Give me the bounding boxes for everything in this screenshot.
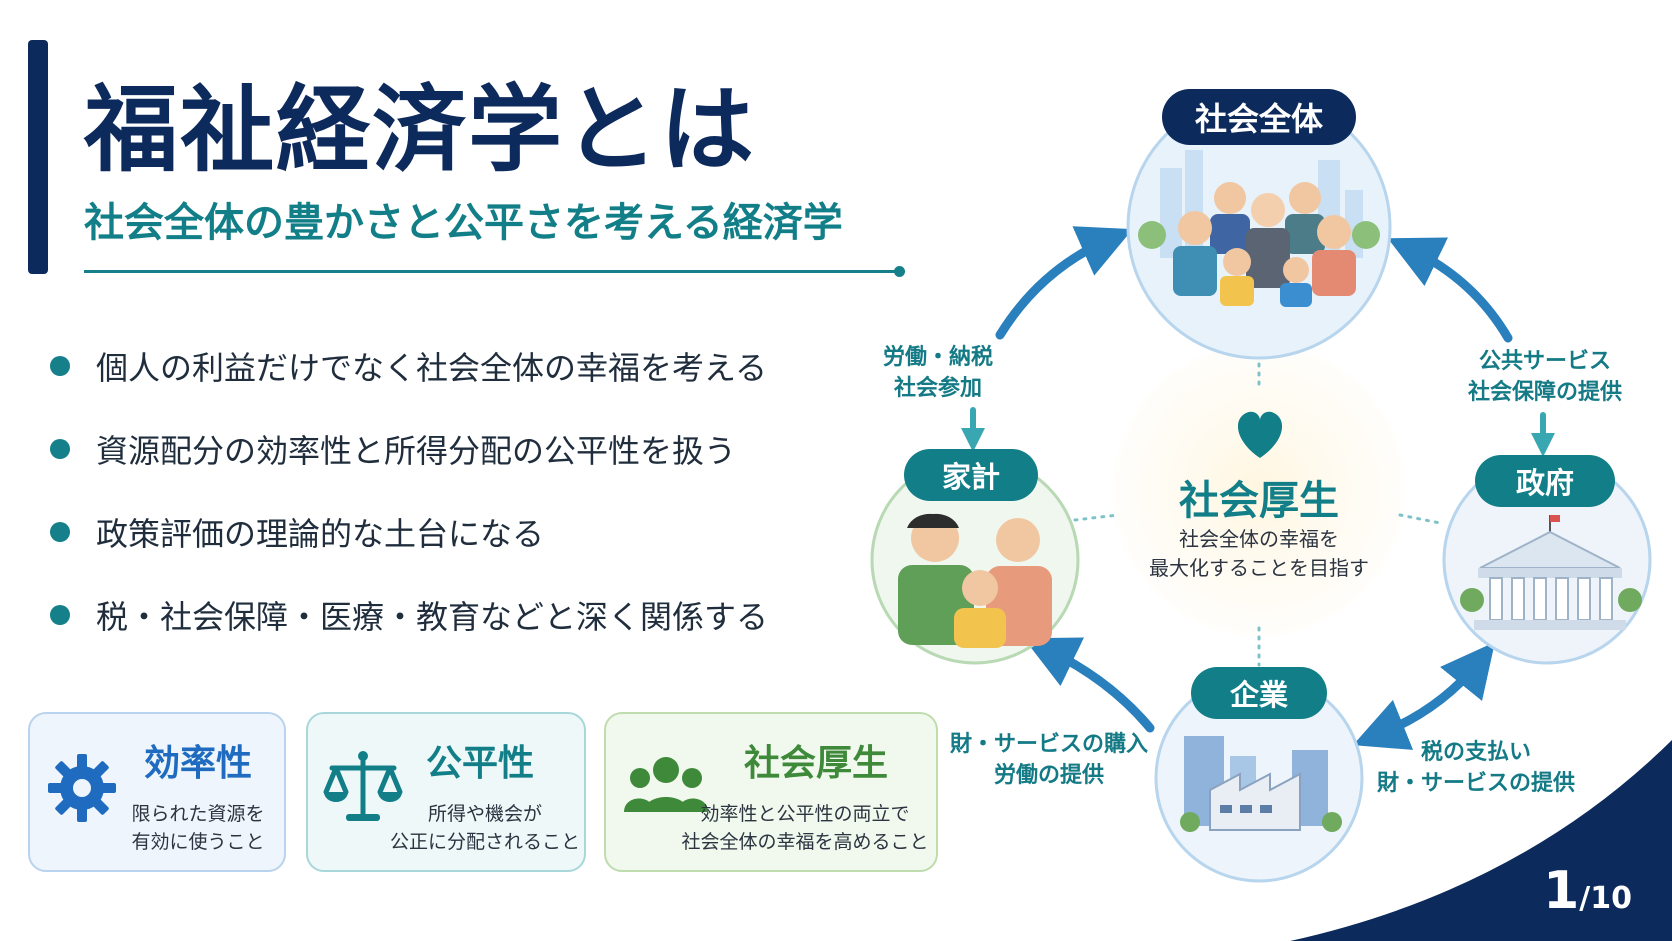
bullet-dot	[50, 355, 70, 376]
family-icon	[898, 513, 1052, 648]
underline-end-dot	[894, 266, 905, 277]
page-total: /10	[1579, 881, 1632, 916]
card-desc-line: 有効に使うこと	[131, 831, 265, 853]
bullet-dot	[50, 521, 70, 542]
node-business	[1154, 667, 1364, 883]
node-government	[1442, 455, 1652, 665]
bullet-item: 政策評価の理論的な土台になる	[50, 490, 830, 573]
people-group-icon	[624, 757, 708, 812]
center-desc-line: 社会全体の幸福を	[1179, 527, 1339, 551]
center-title: 社会厚生	[1179, 478, 1339, 524]
card-desc: 限られた資源を 有効に使うこと	[128, 800, 268, 856]
flow-label-bottom-right: 税の支払い 財・サービスの提供	[1366, 737, 1586, 799]
flow-label-bottom-left: 財・サービスの購入 労働の提供	[944, 729, 1154, 791]
scales-icon	[323, 751, 403, 821]
connector-dotted	[1398, 513, 1442, 525]
card-desc-line: 効率性と公平性の両立で	[700, 803, 910, 825]
factory-icon	[1180, 736, 1342, 832]
flow-label-line: 財・サービスの提供	[1376, 771, 1575, 796]
slide-title: 福祉経済学とは	[84, 76, 757, 185]
gear-icon	[48, 754, 116, 822]
center-desc-line: 最大化することを目指す	[1149, 556, 1369, 580]
node-label-business: 企業	[1229, 678, 1288, 712]
flow-label-line: 税の支払い	[1420, 740, 1531, 765]
corner-decoration	[1290, 740, 1672, 941]
node-label-household: 家計	[941, 460, 1000, 494]
bullet-item: 資源配分の効率性と所得分配の公平性を扱う	[50, 407, 830, 490]
flow-label-line: 公共サービス	[1478, 349, 1611, 374]
card-desc: 所得や機会が 公正に分配されること	[390, 800, 580, 856]
slide-subtitle: 社会全体の豊かさと公平さを考える経済学	[84, 200, 843, 246]
bullet-list: 個人の利益だけでなく社会全体の幸福を考える 資源配分の効率性と所得分配の公平性を…	[50, 324, 830, 656]
node-society	[1126, 89, 1392, 360]
bullet-dot	[50, 438, 70, 459]
bullet-text: 資源配分の効率性と所得分配の公平性を扱う	[96, 431, 737, 470]
flow-label-line: 財・サービスの購入	[949, 732, 1148, 757]
arrow-bottom-to-left	[1023, 637, 1155, 733]
card-efficiency: 効率性 限られた資源を 有効に使うこと	[28, 712, 286, 872]
card-title: 効率性	[144, 743, 253, 784]
arrow-left-to-top	[995, 226, 1133, 340]
flow-label-line: 労働の提供	[993, 763, 1104, 788]
people-crowd-icon	[1173, 182, 1356, 307]
node-label-society: 社会全体	[1194, 100, 1323, 138]
arrow-bottom-right	[1352, 642, 1495, 750]
flow-label-top-right: 公共サービス 社会保障の提供	[1450, 346, 1640, 408]
arrow-right-to-top	[1387, 237, 1513, 343]
card-social-welfare: 社会厚生 効率性と公平性の両立で 社会全体の幸福を高めること	[604, 712, 938, 872]
card-desc-line: 限られた資源を	[131, 803, 265, 825]
bullet-text: 個人の利益だけでなく社会全体の幸福を考える	[96, 348, 768, 387]
flow-label-line: 労働・納税	[882, 345, 993, 370]
card-desc-line: 公正に分配されること	[390, 831, 581, 853]
center-glow	[1113, 344, 1405, 636]
bullet-item: 税・社会保障・医療・教育などと深く関係する	[50, 573, 830, 656]
bullet-text: 税・社会保障・医療・教育などと深く関係する	[96, 597, 769, 636]
card-desc-line: 社会全体の幸福を高めること	[681, 831, 929, 853]
node-household	[870, 449, 1080, 665]
card-desc-line: 所得や機会が	[427, 803, 542, 825]
heart-icon	[1237, 411, 1283, 458]
accent-bar	[28, 40, 48, 274]
bullet-item: 個人の利益だけでなく社会全体の幸福を考える	[50, 324, 830, 407]
government-building-icon	[1460, 515, 1642, 630]
bullet-dot	[50, 604, 70, 625]
flow-label-left-top: 労働・納税 社会参加	[868, 342, 1008, 404]
card-equity: 公平性 所得や機会が 公正に分配されること	[306, 712, 586, 872]
card-desc: 効率性と公平性の両立で 社会全体の幸福を高めること	[680, 800, 930, 856]
page-number: 1/10	[1543, 861, 1632, 921]
center-desc: 社会全体の幸福を 最大化することを目指す	[1119, 525, 1399, 583]
title-underline	[84, 270, 900, 273]
card-title: 公平性	[426, 743, 535, 784]
flow-label-line: 社会参加	[893, 376, 982, 401]
page-current: 1	[1543, 861, 1580, 921]
card-title: 社会厚生	[744, 743, 889, 784]
bullet-text: 政策評価の理論的な土台になる	[96, 514, 545, 553]
connector-dotted	[1073, 513, 1120, 522]
flow-label-line: 社会保障の提供	[1467, 380, 1622, 405]
node-label-government: 政府	[1515, 466, 1574, 500]
